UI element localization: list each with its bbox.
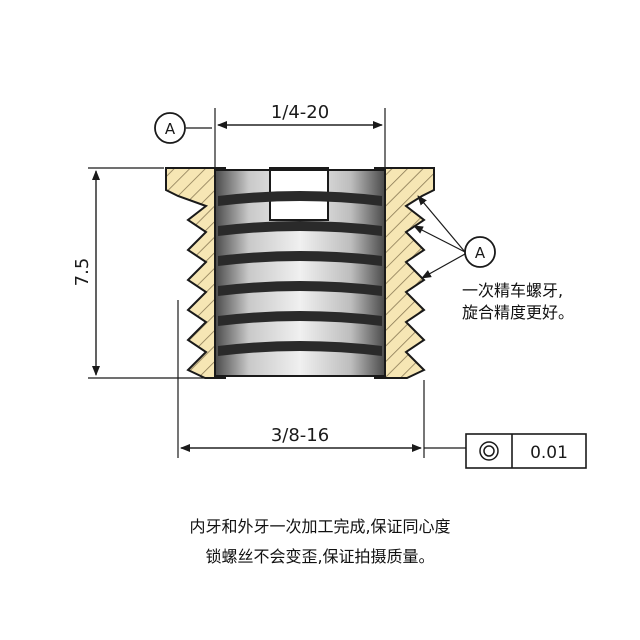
concentricity-icon (479, 441, 499, 461)
inner-thread (214, 167, 386, 377)
side-note: 一次精车螺牙, 旋合精度更好。 (462, 280, 574, 324)
datum-letter: A (165, 120, 176, 138)
dim-bottom-label: 3/8-16 (271, 425, 329, 446)
datum-marker-right: A (413, 195, 496, 279)
tolerance-value: 0.01 (530, 443, 568, 463)
dim-top-thread: 1/4-20 (214, 102, 386, 168)
insert-body (165, 167, 435, 379)
dim-bottom-thread: 3/8-16 (177, 300, 466, 458)
dim-top-label: 1/4-20 (271, 102, 329, 123)
feature-control-frame: 0.01 (465, 433, 587, 469)
datum-letter-right: A (475, 244, 486, 262)
side-note-line2: 旋合精度更好。 (462, 303, 575, 322)
dim-height-label: 7.5 (72, 258, 93, 287)
datum-marker-top: A (154, 112, 212, 144)
dim-height: 7.5 (72, 167, 204, 379)
bottom-caption: 内牙和外牙一次加工完成,保证同心度 锁螺丝不会变歪,保证拍摄质量。 (0, 512, 640, 572)
caption-line1: 内牙和外牙一次加工完成,保证同心度 (189, 517, 451, 536)
caption-line2: 锁螺丝不会变歪,保证拍摄质量。 (205, 547, 435, 566)
side-note-line1: 一次精车螺牙, (462, 281, 564, 300)
left-wall (165, 167, 226, 379)
